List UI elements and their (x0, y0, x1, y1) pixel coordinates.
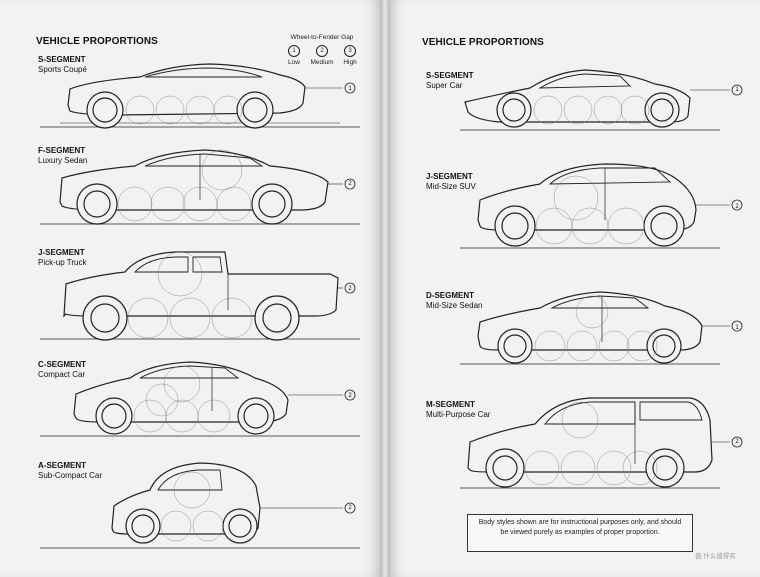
segment-label: C-SEGMENT Compact Car (38, 360, 86, 379)
legend-item-medium: 2 Medium (310, 45, 334, 66)
segment-label: S-SEGMENT Sports Coupé (38, 55, 87, 74)
legend-title: Wheel-to-Fender Gap (290, 34, 354, 41)
right-page: VEHICLE PROPORTIONS S-SEGMENT Super Car … (390, 0, 760, 577)
segment-label: D-SEGMENT Mid-Size Sedan (426, 291, 483, 310)
gap-rating: 1 (348, 86, 352, 92)
watermark: 值 什么值得买 (695, 553, 736, 560)
multi-purpose-car-drawing (460, 397, 743, 489)
segment-label: S-SEGMENT Super Car (426, 71, 474, 90)
instructional-note: Body styles shown are for instructional … (467, 514, 693, 552)
gap-rating: 2 (735, 439, 739, 445)
page-title: VEHICLE PROPORTIONS (422, 37, 544, 48)
gap-rating: 2 (348, 393, 352, 399)
gap-rating: 2 (348, 505, 352, 511)
segment-label: M-SEGMENT Multi-Purpose Car (426, 400, 491, 419)
luxury-sedan-drawing (40, 149, 360, 225)
gap-rating: 2 (348, 286, 352, 292)
sports-coupe-drawing (40, 63, 360, 129)
segment-label: J-SEGMENT Mid-Size SUV (426, 172, 476, 191)
segment-label: A-SEGMENT Sub-Compact Car (38, 461, 103, 480)
gap-rating: 1 (735, 87, 739, 93)
page-title: VEHICLE PROPORTIONS (36, 36, 158, 47)
gap-low-icon: 1 (288, 45, 300, 57)
mid-size-suv-drawing (460, 163, 743, 249)
gap-rating: 2 (735, 204, 739, 210)
legend-item-low: 1 Low (282, 45, 306, 66)
gap-rating: 1 (735, 325, 739, 331)
gap-high-icon: 3 (344, 45, 356, 57)
book-gutter (380, 0, 390, 577)
gap-rating: 2 (348, 181, 352, 187)
subcompact-car-drawing (40, 462, 360, 549)
segment-label: F-SEGMENT Luxury Sedan (38, 146, 88, 165)
pickup-truck-drawing (40, 251, 360, 341)
gap-medium-icon: 2 (316, 45, 328, 57)
left-page: VEHICLE PROPORTIONS Wheel-to-Fender Gap … (0, 0, 380, 577)
mid-size-sedan-drawing (460, 291, 743, 365)
compact-car-drawing (40, 361, 360, 437)
segment-label: J-SEGMENT Pick-up Truck (38, 248, 87, 267)
wheel-gap-legend: Wheel-to-Fender Gap 1 Low 2 Medium 3 Hig… (282, 34, 362, 66)
super-car-drawing (460, 69, 743, 131)
legend-item-high: 3 High (338, 45, 362, 66)
